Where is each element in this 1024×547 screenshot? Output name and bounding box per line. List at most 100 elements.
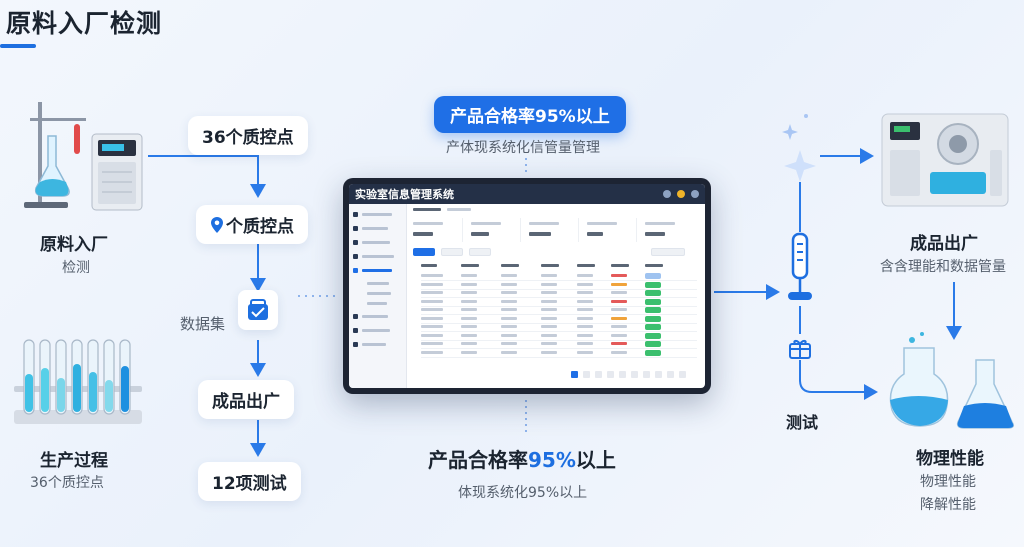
search-icon[interactable] [663, 190, 671, 198]
pagination-page[interactable] [667, 371, 674, 378]
bottom-title-highlight: 95% [528, 448, 576, 472]
bottom-title-suffix: 以上 [575, 448, 616, 472]
bottom-title-prefix: 产品合格率 [428, 448, 528, 472]
pipette-icon [788, 232, 812, 300]
table-cell [461, 299, 477, 303]
sidebar-icon[interactable] [353, 314, 358, 319]
test-label: 测试 [786, 413, 819, 432]
table-cell [501, 274, 517, 277]
table-cell [577, 308, 593, 311]
pagination-page[interactable] [583, 371, 590, 378]
stat-card [643, 218, 695, 242]
pagination-page[interactable] [595, 371, 602, 378]
sidebar-icon[interactable] [353, 212, 358, 217]
lims-main [411, 208, 701, 384]
table-cell [501, 342, 517, 345]
raw-material-title: 原料入厂 [40, 235, 108, 255]
table-row-divider [421, 297, 697, 298]
table-cell [611, 333, 627, 337]
table-row-divider [421, 280, 697, 281]
status-badge [645, 349, 661, 356]
table-cell [577, 316, 593, 320]
table-row-divider [421, 314, 697, 315]
sidebar-icon-active[interactable] [353, 268, 358, 273]
pagination-page[interactable] [679, 371, 686, 378]
connector-to-physical [799, 360, 878, 400]
table-cell [611, 342, 627, 345]
lims-monitor: 实验室信息管理系统 [343, 178, 711, 394]
bottom-caption: 体现系统化95%以上 [458, 485, 588, 501]
pagination-page[interactable] [631, 371, 638, 378]
finished-product-title: 成品出广 [910, 234, 978, 254]
finished-product-subtitle: 含含理能和数据管量 [880, 259, 1006, 275]
table-cell [541, 333, 557, 337]
lab-equipment-icon [24, 102, 143, 211]
step-finished-product: 成品出广 [198, 380, 294, 419]
physical-properties-title: 物理性能 [916, 449, 984, 469]
table-row-divider [421, 288, 697, 290]
status-badge [645, 307, 661, 313]
table-cell [611, 274, 627, 277]
sidebar-icon[interactable] [353, 240, 358, 245]
status-badge [645, 290, 661, 296]
table-cell [541, 274, 557, 277]
table-cell [421, 291, 443, 294]
production-subtitle: 36个质控点 [30, 475, 104, 491]
table-row-divider [421, 305, 697, 307]
lims-system-title: 实验室信息管理系统 [355, 188, 454, 201]
settings-icon[interactable] [691, 190, 699, 198]
table-cell [541, 316, 557, 320]
table-cell [501, 325, 517, 328]
flasks-icon [889, 332, 1015, 429]
title-underline [0, 44, 36, 48]
pagination-page[interactable] [619, 371, 626, 378]
production-title: 生产过程 [40, 451, 108, 471]
physical-properties-line1: 物理性能 [920, 474, 976, 490]
table-row-divider [421, 356, 697, 358]
pagination-page[interactable] [571, 371, 578, 378]
connector-raw-to-chain [148, 155, 266, 198]
raw-material-subtitle: 检测 [62, 260, 90, 276]
sidebar-icon[interactable] [353, 226, 358, 231]
table-cell [541, 342, 557, 345]
pagination-page[interactable] [655, 371, 662, 378]
table-cell [577, 274, 593, 277]
table-cell [611, 325, 627, 328]
avatar[interactable] [677, 190, 685, 198]
table-cell [541, 282, 557, 286]
table-row-divider [421, 331, 697, 332]
table-cell [577, 350, 593, 354]
table-cell [611, 282, 627, 286]
table-cell [421, 308, 443, 311]
lims-screen: 实验室信息管理系统 [349, 184, 705, 388]
status-badge [645, 341, 661, 347]
filter-button[interactable] [469, 248, 491, 256]
stat-card [469, 218, 521, 242]
status-badge [645, 332, 661, 339]
sidebar-icon[interactable] [353, 342, 358, 347]
table-cell [421, 316, 443, 320]
sidebar-icon[interactable] [353, 254, 358, 259]
table-row-divider [421, 348, 697, 349]
bottom-pass-rate-title: 产品合格率95%以上 [428, 444, 616, 473]
table-cell [421, 282, 443, 286]
dataset-icon [248, 299, 268, 320]
dataset-tile [238, 290, 278, 330]
stat-card [585, 218, 637, 242]
search-input[interactable] [651, 248, 685, 256]
filter-button[interactable] [441, 248, 463, 256]
table-cell [461, 282, 477, 286]
table-cell [501, 291, 517, 294]
table-cell [611, 308, 627, 311]
table-row-divider [421, 322, 697, 324]
pagination-page[interactable] [643, 371, 650, 378]
sidebar-icon[interactable] [353, 328, 358, 333]
step-quality-points-36: 36个质控点 [188, 116, 308, 155]
table-cell [577, 333, 593, 337]
pagination-page[interactable] [607, 371, 614, 378]
filter-button[interactable] [413, 248, 435, 256]
top-caption: 产体现系统化信管量管理 [446, 140, 600, 156]
table-cell [577, 299, 593, 303]
table-cell [421, 333, 443, 337]
table-cell [541, 308, 557, 311]
